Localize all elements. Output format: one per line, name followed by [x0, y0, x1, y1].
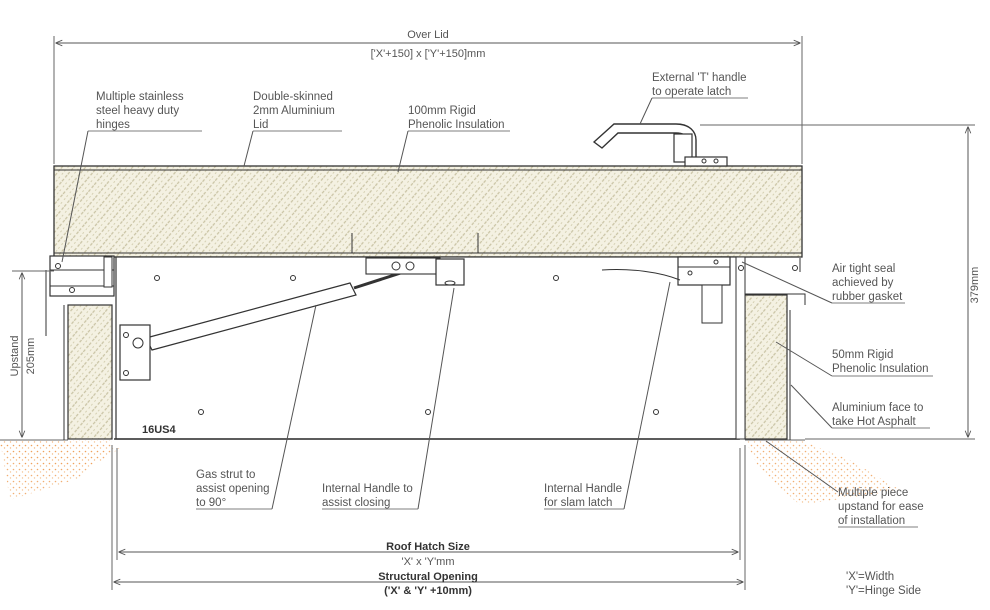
callout-line: to operate latch [652, 86, 731, 98]
callout-line: upstand for ease [838, 501, 924, 513]
callout-line: Lid [253, 119, 268, 131]
over-lid-dimension: Over Lid ['X'+150] x ['Y'+150]mm [53, 29, 803, 164]
legend-y: 'Y'=Hinge Side [846, 585, 921, 597]
upstand-dimension: Upstand 205mm [9, 270, 54, 437]
roof-hatch-title: Roof Hatch Size [386, 541, 470, 553]
callout-line: Multiple piece [838, 487, 908, 499]
roof-deck [0, 439, 900, 505]
callout-line: for slam latch [544, 497, 612, 509]
callout-line: Gas strut to [196, 469, 255, 481]
callout-line: 2mm Aluminium [253, 105, 335, 117]
callout-internal-handle-close: Internal Handle to assist closing [322, 287, 455, 510]
opening-dimensions: Roof Hatch Size 'X' x 'Y'mm Structural O… [111, 445, 746, 597]
t-handle [592, 123, 728, 167]
part-code: 16US4 [142, 424, 177, 436]
callout-line: take Hot Asphalt [832, 416, 917, 428]
overall-height-value: 379mm [969, 267, 981, 304]
overall-height-dimension: 379mm [700, 124, 981, 440]
structural-opening-title: Structural Opening [378, 571, 478, 583]
roof-hatch-value: 'X' x 'Y'mm [401, 556, 454, 568]
structural-opening-value: ('X' & 'Y' +10mm) [384, 585, 472, 597]
callout-gas-strut: Gas strut to assist opening to 90° [196, 304, 317, 510]
upstand-title: Upstand [9, 336, 21, 377]
callout-line: 100mm Rigid [408, 105, 476, 117]
callout-line: assist opening [196, 483, 270, 495]
callout-aluminium-face: Aluminium face to take Hot Asphalt [790, 384, 930, 429]
left-upstand [45, 255, 115, 440]
callout-line: steel heavy duty [96, 105, 179, 117]
callout-air-seal: Air tight seal achieved by rubber gasket [741, 261, 905, 304]
callout-line: External 'T' handle [652, 72, 747, 84]
callout-multi-upstand: Multiple piece upstand for ease of insta… [765, 440, 924, 528]
callout-line: achieved by [832, 277, 894, 289]
callout-line: Double-skinned [253, 91, 333, 103]
internal-handle [435, 258, 465, 286]
over-lid-value: ['X'+150] x ['Y'+150]mm [371, 48, 486, 60]
callout-insulation-50: 50mm Rigid Phenolic Insulation [775, 341, 933, 377]
callout-line: hinges [96, 119, 130, 131]
callout-insulation-100: 100mm Rigid Phenolic Insulation [397, 105, 510, 173]
callout-line: to 90° [196, 497, 226, 509]
over-lid-title: Over Lid [407, 29, 449, 41]
callout-line: Air tight seal [832, 263, 895, 275]
callout-lid: Double-skinned 2mm Aluminium Lid [243, 91, 342, 167]
callout-line: rubber gasket [832, 291, 903, 303]
callout-line: Aluminium face to [832, 402, 923, 414]
dimension-legend: 'X'=Width 'Y'=Hinge Side [846, 571, 921, 597]
callout-line: Internal Handle to [322, 483, 413, 495]
callout-line: Multiple stainless [96, 91, 184, 103]
callout-internal-handle-latch: Internal Handle for slam latch [544, 281, 671, 510]
callout-t-handle: External 'T' handle to operate latch [639, 72, 748, 125]
callout-line: Phenolic Insulation [832, 363, 929, 375]
hatch-frame: 16US4 [114, 256, 740, 440]
hatch-lid [53, 165, 803, 258]
callout-line: of installation [838, 515, 905, 527]
slam-latch [601, 256, 731, 324]
upstand-value: 205mm [25, 338, 37, 375]
callout-line: Phenolic Insulation [408, 119, 505, 131]
callout-line: assist closing [322, 497, 390, 509]
callout-line: 50mm Rigid [832, 349, 893, 361]
gas-strut [119, 257, 441, 381]
right-upstand [735, 256, 806, 440]
callout-line: Internal Handle [544, 483, 622, 495]
legend-x: 'X'=Width [846, 571, 894, 583]
callout-hinges: Multiple stainless steel heavy duty hing… [61, 91, 202, 263]
